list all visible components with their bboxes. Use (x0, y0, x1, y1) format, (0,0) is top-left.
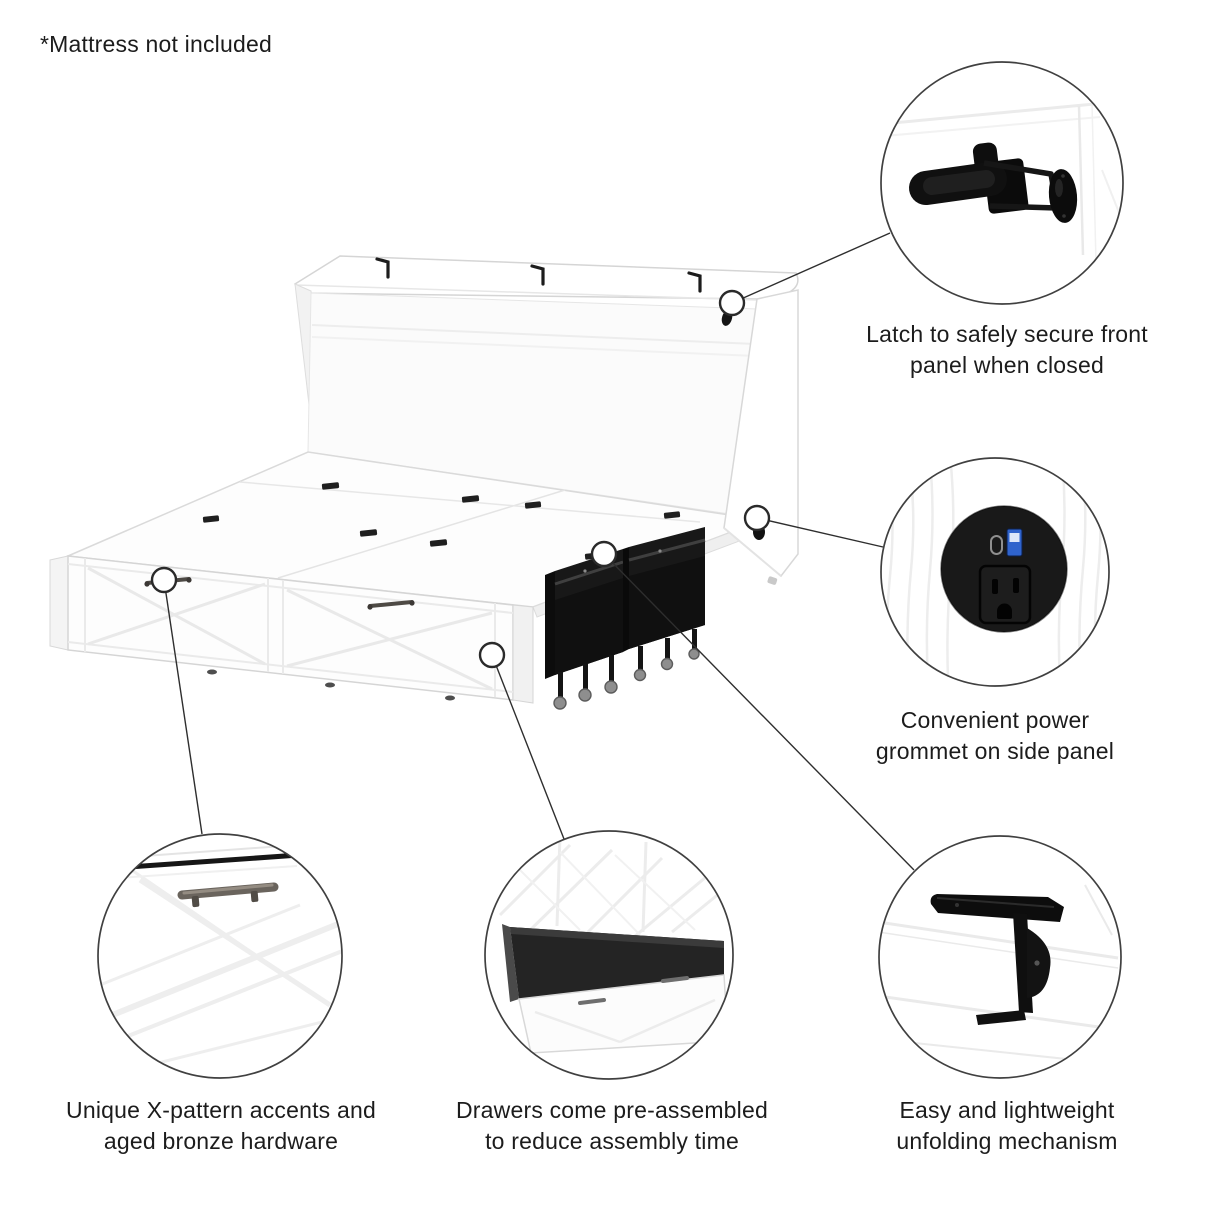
caption-line: unfolding mechanism (896, 1128, 1118, 1154)
caption-line: to reduce assembly time (485, 1128, 739, 1154)
bronze-handle-icon (177, 882, 279, 908)
leader-line-power (756, 517, 884, 548)
x-pattern-accents (87, 566, 493, 691)
caption-line: Convenient power (900, 707, 1090, 733)
latch-caption: Latch to safely secure front panel when … (812, 319, 1202, 381)
mechanism-caption: Easy and lightweight unfolding mechanism (812, 1095, 1202, 1157)
leader-line-drawers (491, 654, 565, 840)
caption-line: aged bronze hardware (103, 1128, 339, 1154)
rail-left-post (49, 555, 69, 651)
power-grommet-icon (940, 505, 1068, 633)
latch-detail-circle (880, 61, 1124, 305)
callout-markers (150, 289, 771, 669)
callout-marker-xpattern (150, 566, 178, 594)
latch-icon (909, 142, 1078, 223)
leader-line-xpattern (163, 579, 203, 835)
usb-c-port (990, 535, 1003, 555)
callout-marker-drawers (478, 641, 506, 669)
unfolding-mechanism-icon (930, 894, 1064, 1025)
xpattern-caption: Unique X-pattern accents and aged bronze… (26, 1095, 416, 1157)
rail-feet (207, 669, 455, 701)
mattress-note: *Mattress not included (40, 31, 272, 57)
drawer-detail-circle (484, 830, 734, 1080)
xpattern-detail-circle (97, 833, 343, 1079)
power-caption: Convenient power grommet on side panel (800, 705, 1190, 767)
underbed-drawer-boxes (545, 527, 706, 710)
caption-line: grommet on side panel (875, 738, 1115, 764)
caption-line: Drawers come pre-assembled (456, 1097, 768, 1123)
caption-line: Latch to safely secure front (866, 321, 1148, 347)
usb-a-port (1006, 528, 1023, 557)
callout-marker-power (743, 504, 771, 532)
drawers-caption: Drawers come pre-assembled to reduce ass… (417, 1095, 807, 1157)
leader-line-mechanism (603, 553, 915, 871)
mechanism-detail-circle (878, 835, 1122, 1079)
front-rail (49, 555, 534, 704)
power-outlet (978, 564, 1032, 625)
callout-marker-mechanism (590, 540, 618, 568)
hinge-hooks (375, 257, 702, 293)
casters (553, 648, 700, 710)
caption-line: Easy and lightweight (899, 1097, 1115, 1123)
caption-line: panel when closed (910, 352, 1104, 378)
drawer-legs (558, 629, 697, 698)
cabinet-bed-drawing (49, 255, 799, 710)
callout-marker-latch (718, 289, 746, 317)
open-drawer-icon (502, 924, 729, 1054)
leader-line-latch (731, 232, 891, 304)
caption-line: Unique X-pattern accents and (66, 1097, 376, 1123)
rail-end-cap (512, 604, 534, 704)
cabinet-side-panel (723, 289, 799, 578)
power-grommet-detail-circle (880, 457, 1110, 687)
rail-handle-right (367, 600, 415, 610)
leader-lines (163, 232, 915, 871)
